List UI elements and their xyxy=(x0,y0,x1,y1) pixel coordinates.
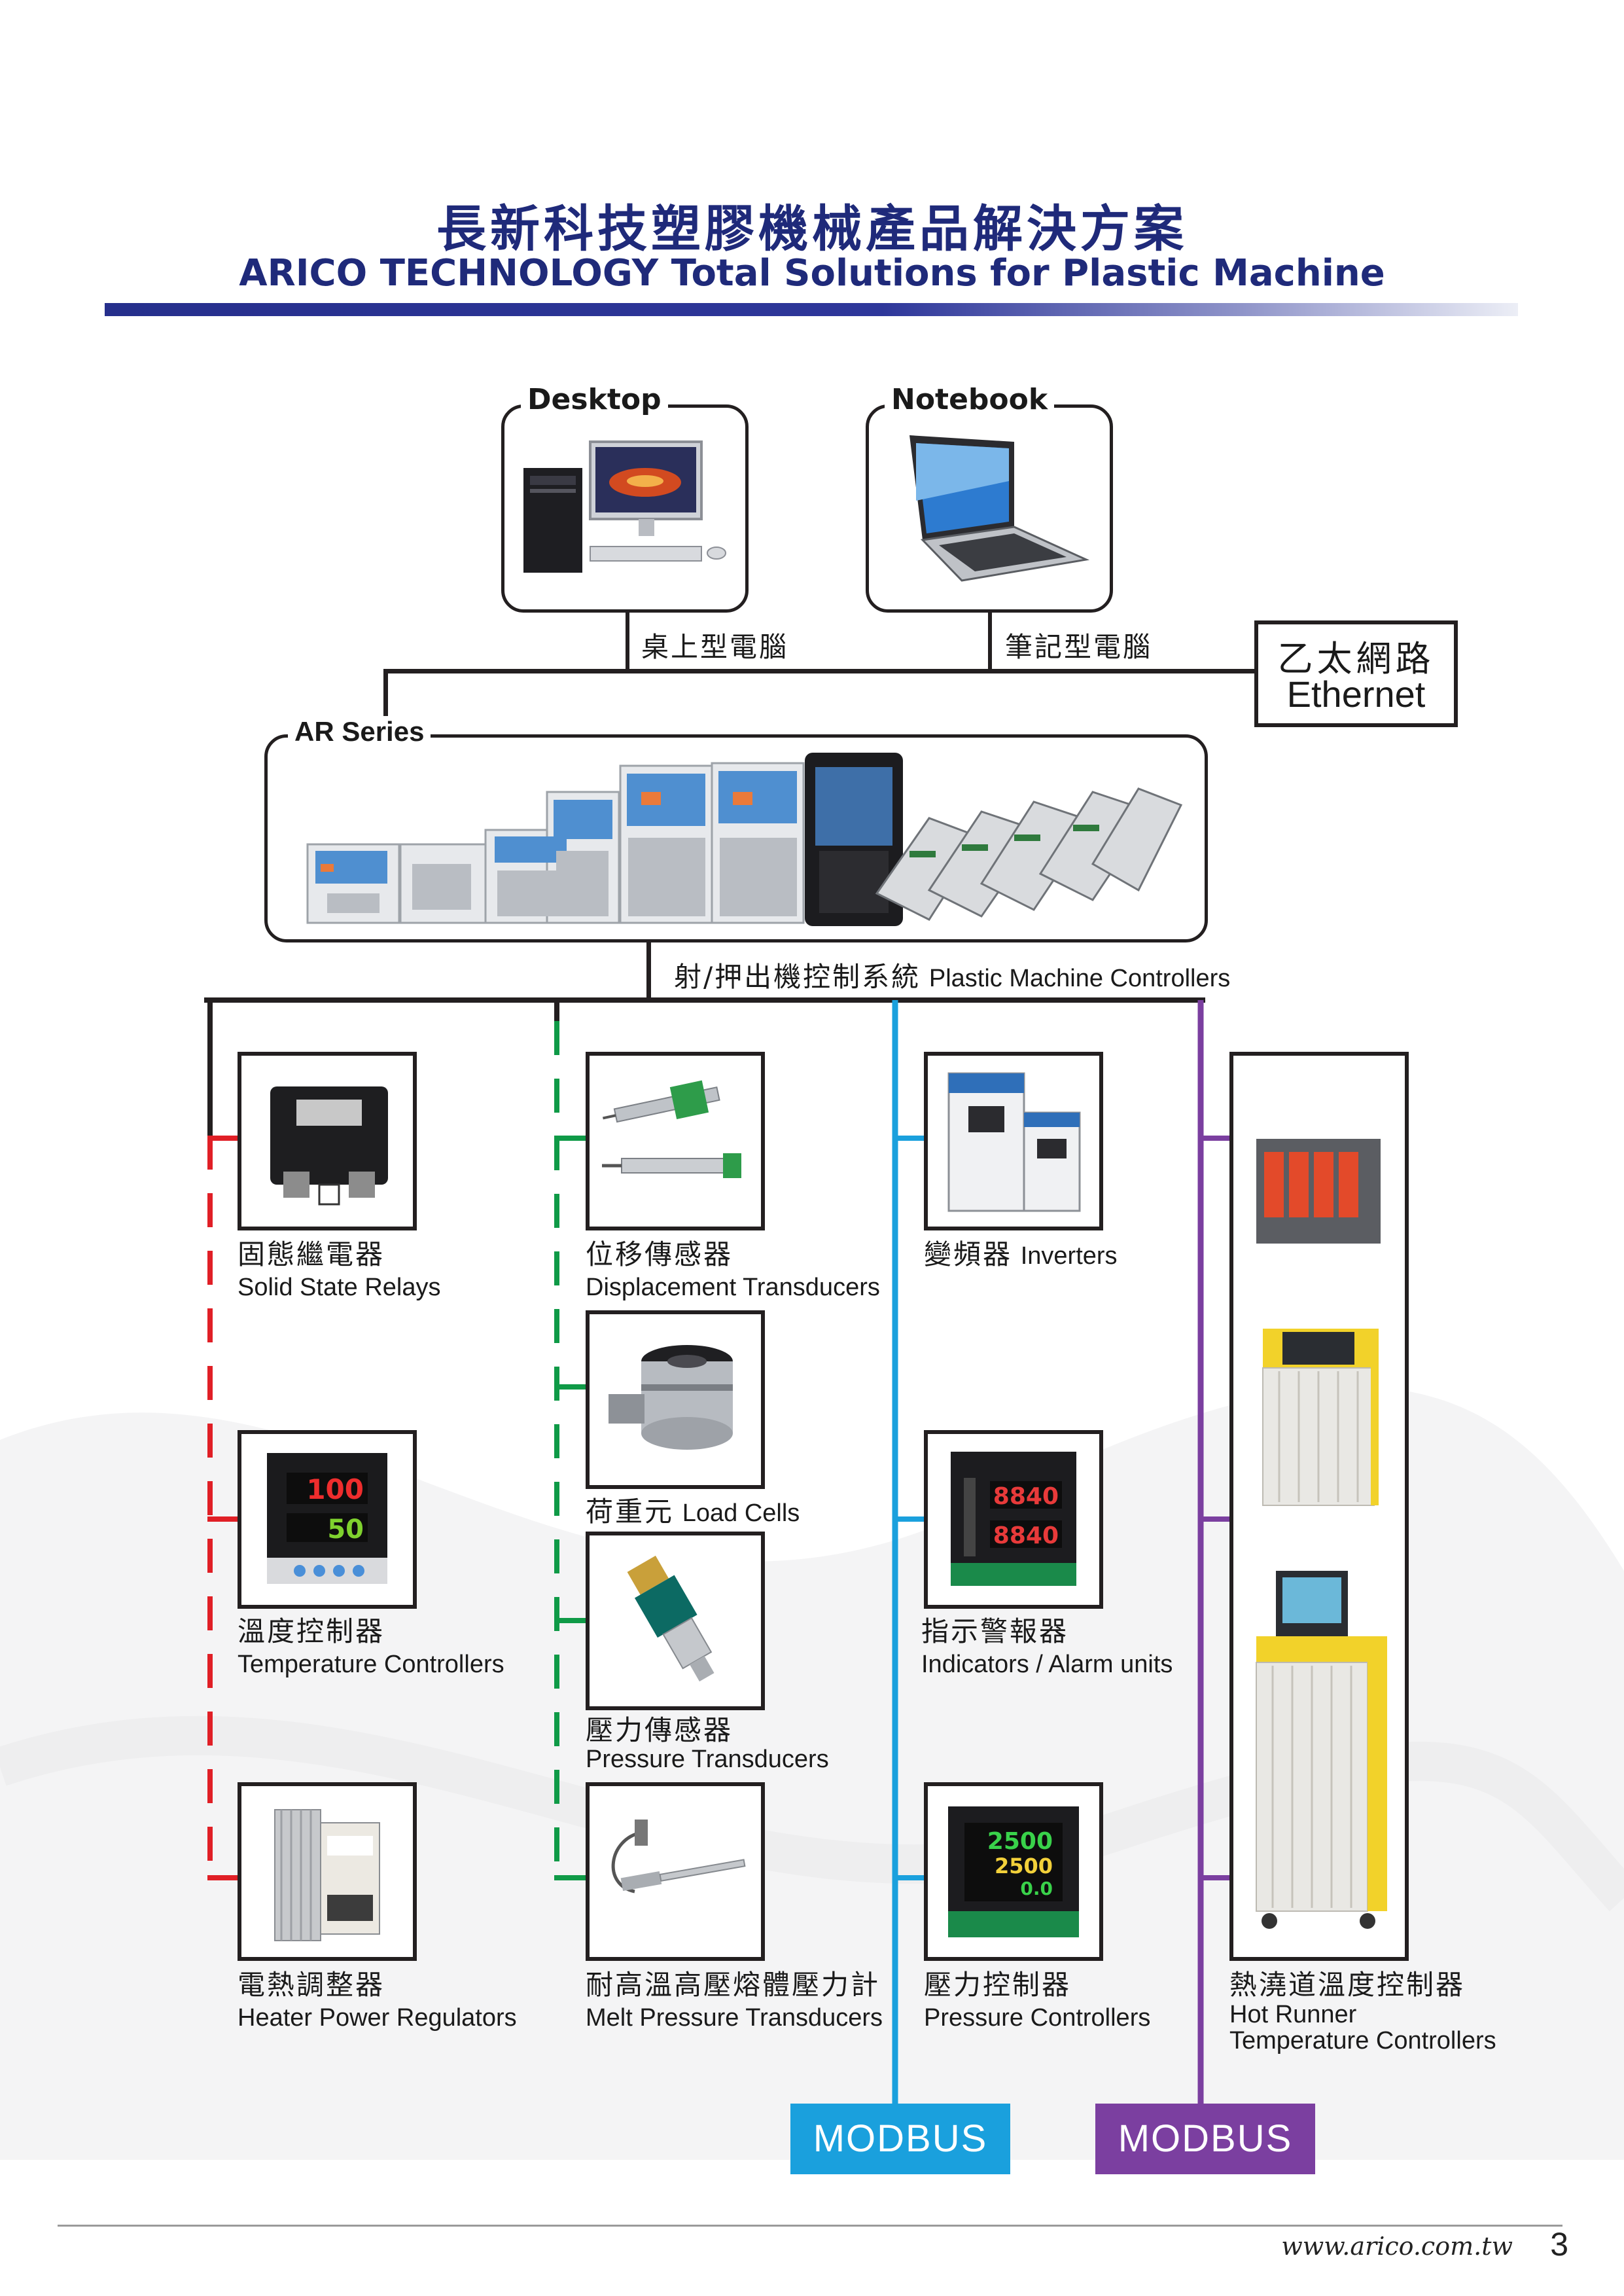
temperature-controller-zh: 溫度控制器 xyxy=(238,1615,385,1647)
ar-series-controllers-icon xyxy=(306,753,1183,926)
inverter-caption: 變頻器 Inverters xyxy=(924,1238,1118,1272)
load-cell-icon xyxy=(609,1345,733,1450)
page-title-english: ARICO TECHNOLOGY Total Solutions for Pla… xyxy=(239,252,1385,295)
melt-pressure-transducer-en: Melt Pressure Transducers xyxy=(586,2004,883,2032)
temperature-controller-en: Temperature Controllers xyxy=(238,1651,504,1678)
indicator-alarm-zh: 指示警報器 xyxy=(921,1615,1069,1647)
pressure-display-top: 2500 xyxy=(987,1828,1053,1855)
pressure-transducer-en: Pressure Transducers xyxy=(586,1746,829,1773)
indicator-alarm-caption: 指示警報器 Indicators / Alarm units xyxy=(921,1615,1173,1681)
ar-to-bus-line xyxy=(646,942,651,1001)
pressure-controller-en: Pressure Controllers xyxy=(924,2004,1151,2032)
pressure-controller-zh: 壓力控制器 xyxy=(924,1969,1072,2001)
device-bus-line xyxy=(204,997,1205,1003)
notebook-link-line xyxy=(988,613,992,673)
controllers-caption-zh: 射/押出機控制系統 xyxy=(674,961,921,993)
inverter-en: Inverters xyxy=(1020,1242,1118,1270)
modbus-badge-purple: MODBUS xyxy=(1095,2104,1315,2174)
controllers-caption: 射/押出機控制系統 Plastic Machine Controllers xyxy=(674,961,1230,995)
solid-state-relay-en: Solid State Relays xyxy=(238,1274,441,1301)
indicator-display-top: 8840 xyxy=(993,1483,1059,1510)
temperature-controller-icon: 100 50 xyxy=(267,1453,387,1584)
desktop-link-line xyxy=(626,613,629,673)
ethernet-bus-line xyxy=(383,669,1256,673)
relay-icon xyxy=(270,1086,388,1206)
hot-runner-zh: 熱澆道溫度控制器 xyxy=(1229,1969,1466,2001)
power-regulator-icon xyxy=(274,1809,380,1941)
indicator-display-bottom: 8840 xyxy=(993,1522,1059,1549)
title-underline-bar xyxy=(105,303,1518,316)
melt-pressure-transducer-zh: 耐高溫高壓熔體壓力計 xyxy=(586,1969,881,2001)
desktop-sublabel: 桌上型電腦 xyxy=(639,625,792,665)
displacement-transducer-zh: 位移傳感器 xyxy=(586,1238,733,1270)
page-number: 3 xyxy=(1550,2226,1568,2263)
pressure-display-bottom: 0.0 xyxy=(1020,1878,1053,1899)
notebook-label: Notebook xyxy=(885,384,1055,416)
desktop-label: Desktop xyxy=(521,384,668,416)
notebook-sublabel: 筆記型電腦 xyxy=(1002,625,1156,665)
ethernet-label-zh: 乙太網路 xyxy=(1277,638,1435,679)
controllers-caption-en: Plastic Machine Controllers xyxy=(928,965,1231,992)
ethernet-label-en: Ethernet xyxy=(1286,673,1426,715)
displacement-transducer-icon xyxy=(602,1080,741,1178)
temperature-display-bottom: 50 xyxy=(327,1515,364,1545)
solid-state-relay-zh: 固態繼電器 xyxy=(238,1238,385,1270)
hot-runner-en-line1: Hot Runner xyxy=(1229,2001,1357,2028)
inverter-icon xyxy=(947,1072,1081,1212)
solid-state-relay-caption: 固態繼電器 Solid State Relays xyxy=(238,1238,441,1304)
load-cell-zh: 荷重元 xyxy=(586,1496,675,1528)
load-cell-en: Load Cells xyxy=(682,1499,800,1527)
indicator-icon: 8840 8840 xyxy=(951,1452,1076,1586)
ethernet-drop-line xyxy=(383,669,388,734)
indicator-alarm-en: Indicators / Alarm units xyxy=(921,1651,1173,1678)
page-title-chinese: 長新科技塑膠機械產品解決方案 xyxy=(436,200,1188,258)
pressure-transducer-caption: 壓力傳感器 Pressure Transducers xyxy=(586,1716,829,1774)
melt-pressure-transducer-caption: 耐高溫高壓熔體壓力計 Melt Pressure Transducers xyxy=(586,1969,883,2034)
load-cell-caption: 荷重元 Load Cells xyxy=(586,1496,800,1530)
ethernet-box xyxy=(1254,620,1458,727)
temperature-display-top: 100 xyxy=(306,1473,364,1505)
temperature-controller-caption: 溫度控制器 Temperature Controllers xyxy=(238,1615,504,1681)
pressure-transducer-zh: 壓力傳感器 xyxy=(586,1714,733,1746)
pressure-display-mid: 2500 xyxy=(995,1854,1053,1878)
footer-divider xyxy=(58,2225,1562,2227)
displacement-transducer-box xyxy=(586,1052,765,1230)
hot-runner-en-line2: Temperature Controllers xyxy=(1229,2027,1496,2054)
hot-runner-icon xyxy=(1256,1139,1387,1929)
footer-url[interactable]: www.arico.com.tw xyxy=(1281,2232,1513,2261)
desktop-computer-icon xyxy=(523,440,726,573)
pressure-controller-icon: 2500 2500 0.0 xyxy=(948,1806,1079,1937)
ar-series-label: AR Series xyxy=(288,716,431,747)
displacement-transducer-caption: 位移傳感器 Displacement Transducers xyxy=(586,1238,880,1304)
pressure-controller-caption: 壓力控制器 Pressure Controllers xyxy=(924,1969,1150,2034)
inverter-zh: 變頻器 xyxy=(924,1238,1013,1270)
heater-power-regulator-en: Heater Power Regulators xyxy=(238,2004,517,2032)
hot-runner-caption: 熱澆道溫度控制器 Hot Runner Temperature Controll… xyxy=(1229,1969,1496,2054)
pressure-transducer-icon xyxy=(627,1555,715,1682)
heater-power-regulator-caption: 電熱調整器 Heater Power Regulators xyxy=(238,1969,517,2034)
displacement-transducer-en: Displacement Transducers xyxy=(586,1274,880,1301)
modbus-badge-blue: MODBUS xyxy=(790,2104,1010,2174)
melt-pressure-icon xyxy=(611,1820,746,1893)
heater-power-regulator-zh: 電熱調整器 xyxy=(238,1969,385,2001)
laptop-icon xyxy=(909,435,1090,582)
